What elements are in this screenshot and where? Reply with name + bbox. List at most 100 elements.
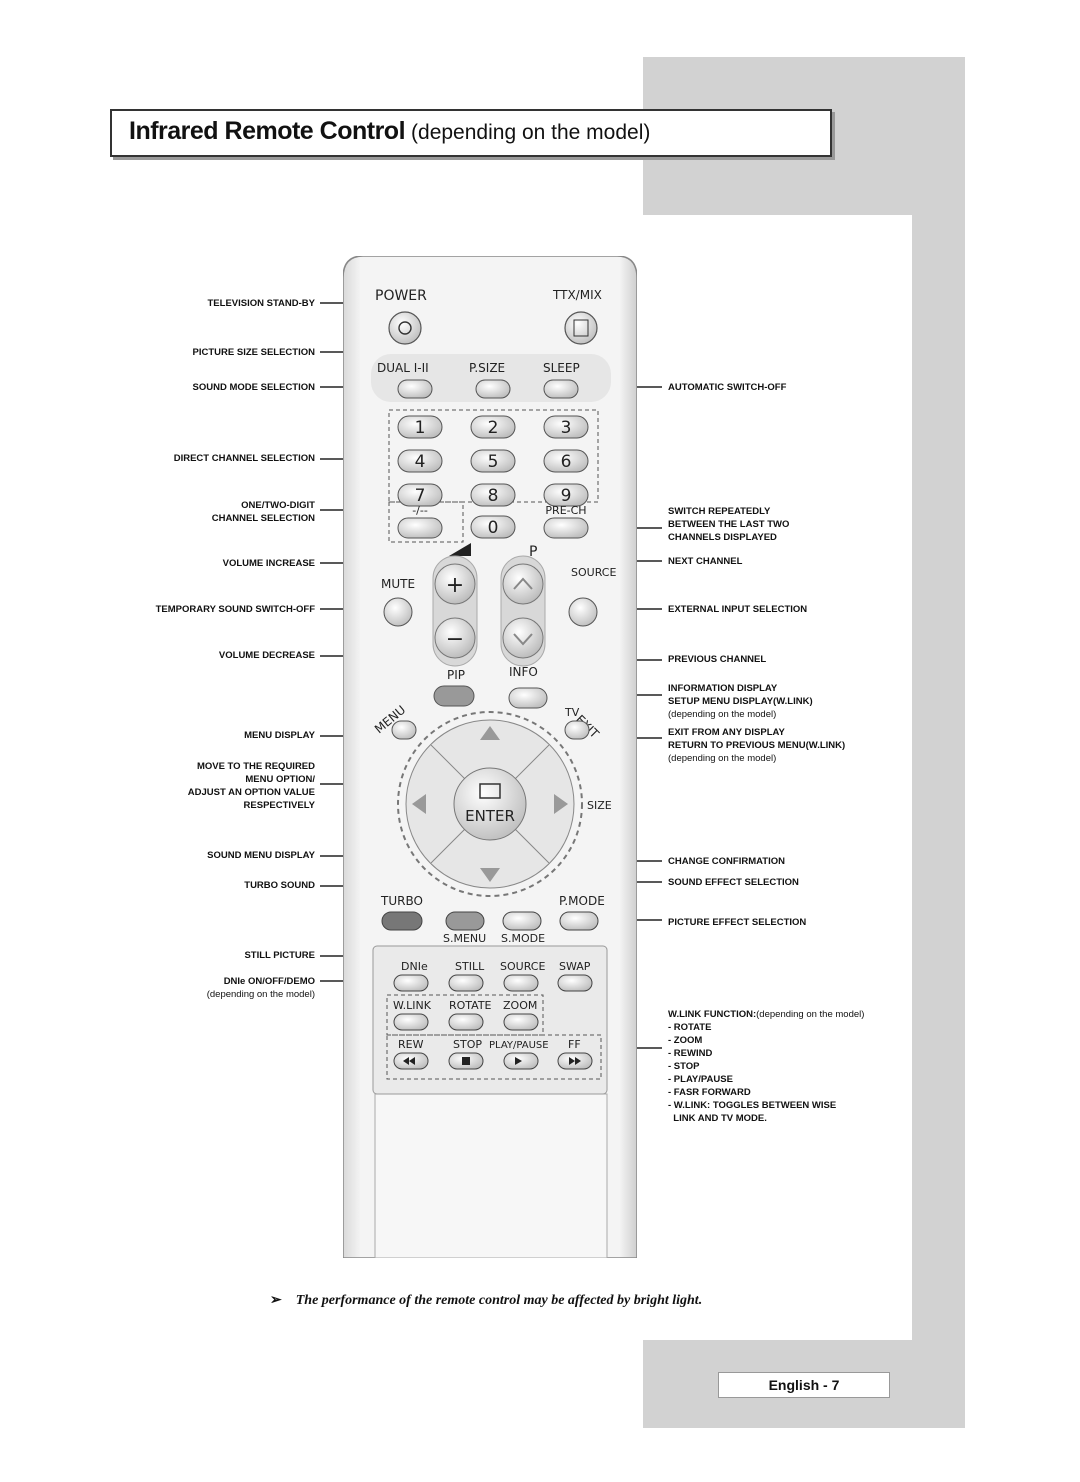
remote-wlink-text: W.LINK <box>393 999 432 1012</box>
minus-icon: − <box>446 627 464 652</box>
enter-icon <box>479 783 501 799</box>
volume-up-button[interactable] <box>434 563 476 605</box>
digit-button-4[interactable] <box>397 449 443 473</box>
svg-text:6: 6 <box>561 452 572 472</box>
label-turbo-sound: TURBO SOUND <box>244 880 315 891</box>
svg-text:5: 5 <box>488 452 499 472</box>
remote-rew-text: REW <box>398 1038 424 1051</box>
source2-button[interactable] <box>503 974 539 992</box>
remote-p-text: P <box>529 544 537 560</box>
note-arrow-icon: ➢ <box>270 1293 282 1308</box>
ttx-mix-button[interactable] <box>564 311 598 345</box>
dual-button[interactable] <box>397 379 433 399</box>
remote-dual-text: DUAL I-II <box>377 361 429 375</box>
remote-pmode-text: P.MODE <box>559 894 605 908</box>
menu-button[interactable] <box>391 720 417 740</box>
remote-ttx-text: TTX/MIX <box>552 288 602 302</box>
title-main: Infrared Remote Control <box>129 117 406 145</box>
remote-source2-text: SOURCE <box>500 960 545 973</box>
play-pause-icon <box>515 1057 522 1065</box>
remote-tv-text: TV <box>564 706 580 719</box>
title-sub: (depending on the model) <box>411 121 651 144</box>
title-box: Infrared Remote Control(depending on the… <box>110 109 832 157</box>
channel-down-button[interactable] <box>502 617 544 659</box>
label-sound-menu: SOUND MENU DISPLAY <box>207 850 315 861</box>
label-sound-mode: SOUND MODE SELECTION <box>192 382 315 393</box>
rotate-button[interactable] <box>448 1013 484 1031</box>
svg-text:3: 3 <box>561 418 572 438</box>
digit-button-6[interactable] <box>543 449 589 473</box>
rewind-icon <box>403 1057 415 1065</box>
digit-button-9[interactable] <box>543 483 589 507</box>
remote-swap-text: SWAP <box>559 960 591 973</box>
smode-button[interactable] <box>502 911 542 931</box>
pmode-button[interactable] <box>559 911 599 931</box>
info-button[interactable] <box>508 687 548 709</box>
dpad-left-icon <box>412 794 426 814</box>
digit-button-5[interactable] <box>470 449 516 473</box>
label-still-picture: STILL PICTURE <box>244 950 315 961</box>
digit-button-3[interactable] <box>543 415 589 439</box>
plus-icon: + <box>446 573 464 598</box>
svg-text:2: 2 <box>488 418 499 438</box>
wlink-button[interactable] <box>393 1013 429 1031</box>
mute-button[interactable] <box>383 597 413 627</box>
remote-source-text: SOURCE <box>571 566 616 579</box>
channel-up-button[interactable] <box>502 563 544 605</box>
dpad-up-icon <box>480 726 500 740</box>
dnie-button[interactable] <box>393 974 429 992</box>
remote-still-text: STILL <box>455 960 485 973</box>
dpad-right-icon <box>554 794 568 814</box>
label-sound-effect: SOUND EFFECT SELECTION <box>668 877 799 888</box>
remote-stop-text: STOP <box>453 1038 482 1051</box>
label-external-input: EXTERNAL INPUT SELECTION <box>668 604 808 615</box>
digit-button-0[interactable] <box>470 515 516 539</box>
pip-button[interactable] <box>433 685 475 707</box>
still-button[interactable] <box>448 974 484 992</box>
label-menu-display: MENU DISPLAY <box>244 730 315 741</box>
digit-button-8[interactable] <box>470 483 516 507</box>
wlink-item-fast-forward: - FASR FORWARD <box>668 1087 751 1098</box>
svg-text:1: 1 <box>415 418 426 438</box>
label-direct-channel: DIRECT CHANNEL SELECTION <box>173 453 315 464</box>
bright-light-note: ➢ The performance of the remote control m… <box>270 1292 702 1309</box>
wlink-item-toggle: - W.LINK: TOGGLES BETWEEN WISE <box>668 1100 837 1111</box>
stop-icon <box>462 1057 470 1065</box>
digit-button-7[interactable] <box>397 483 443 507</box>
page-title: Infrared Remote Control(depending on the… <box>129 117 650 146</box>
remote-turbo-text: TURBO <box>380 894 423 908</box>
remote-playpause-text: PLAY/PAUSE <box>489 1040 549 1051</box>
smenu-button[interactable] <box>445 911 485 931</box>
dash-button[interactable] <box>397 517 443 539</box>
note-text: The performance of the remote control ma… <box>295 1293 703 1308</box>
volume-icon <box>449 543 471 556</box>
zoom-button[interactable] <box>503 1013 539 1031</box>
volume-down-button[interactable] <box>434 617 476 659</box>
wlink-item-toggle-cont: LINK AND TV MODE. <box>668 1113 767 1124</box>
exit-button[interactable] <box>564 720 590 740</box>
svg-text:9: 9 <box>561 486 572 506</box>
chevron-up-icon <box>513 577 533 590</box>
psize-button[interactable] <box>475 379 511 399</box>
wlink-item-playpause: - PLAY/PAUSE <box>668 1074 733 1085</box>
digit-button-2[interactable] <box>470 415 516 439</box>
digit-button-1[interactable] <box>397 415 443 439</box>
dpad-down-icon <box>480 868 500 882</box>
svg-text:8: 8 <box>488 486 499 506</box>
turbo-button[interactable] <box>381 911 423 931</box>
label-previous-channel: PREVIOUS CHANNEL <box>668 654 767 665</box>
power-button[interactable] <box>388 311 422 345</box>
wlink-item-stop: - STOP <box>668 1061 700 1072</box>
sleep-button[interactable] <box>543 379 579 399</box>
label-tv-standby: TELEVISION STAND-BY <box>207 298 316 309</box>
prech-button[interactable] <box>543 517 589 539</box>
label-picture-effect: PICTURE EFFECT SELECTION <box>668 917 807 928</box>
swap-button[interactable] <box>557 974 593 992</box>
source-button[interactable] <box>568 597 598 627</box>
fast-forward-icon <box>569 1057 581 1065</box>
enter-button[interactable] <box>453 767 527 841</box>
svg-text:7: 7 <box>415 486 426 506</box>
prech-text: PRE-CH <box>545 504 586 517</box>
remote-smode-text: S.MODE <box>501 932 545 945</box>
